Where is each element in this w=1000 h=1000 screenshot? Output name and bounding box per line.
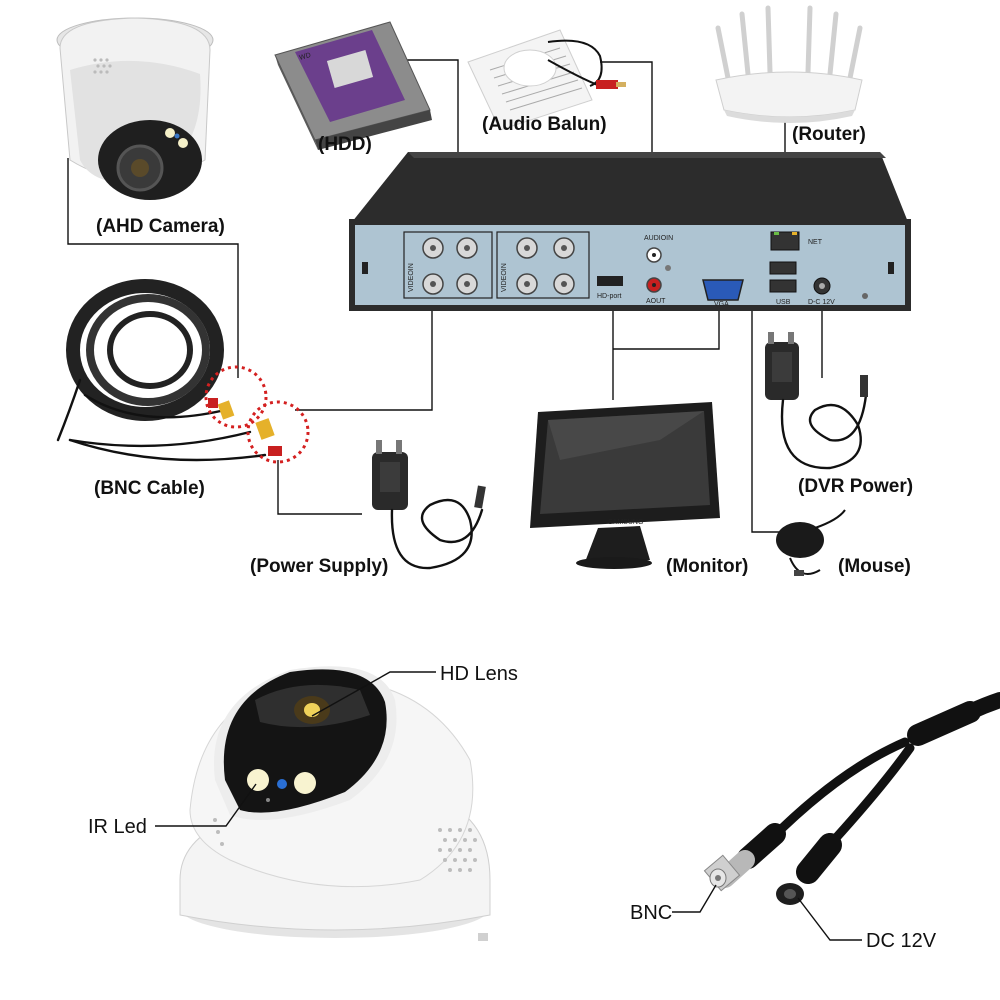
power-supply-label: (Power Supply) xyxy=(250,556,388,577)
usb-port-top xyxy=(769,261,797,275)
hd-port-label: HD-port xyxy=(597,293,622,300)
hdd-label: (HDD) xyxy=(318,134,372,155)
ahd-camera-icon xyxy=(56,17,214,200)
hdd-icon: WD xyxy=(274,21,432,150)
bnc-label: BNC xyxy=(630,902,672,924)
video-in-right-label: VIDEOIN xyxy=(501,263,508,292)
callout-circle-bottom xyxy=(246,400,310,464)
vga-label: VGA xyxy=(714,301,729,308)
hd-port xyxy=(597,276,623,286)
dc-12v-pointer xyxy=(797,897,862,941)
router-icon xyxy=(715,5,863,123)
monitor-label: (Monitor) xyxy=(666,556,748,577)
audio-in-label: AUDIOIN xyxy=(644,235,673,242)
hd-lens-label: HD Lens xyxy=(440,663,518,685)
dvr-power-label: (DVR Power) xyxy=(798,476,913,497)
bnc-dc-cable-icon xyxy=(703,692,1000,905)
connector-lines xyxy=(67,59,823,533)
usb-label: USB xyxy=(776,299,791,306)
bnc-cable-icon xyxy=(56,279,282,462)
video-in-left-label: VIDEOIN xyxy=(408,263,415,292)
dc-12v-label: DC 12V xyxy=(866,930,937,952)
monitor-icon: SAMSUNG xyxy=(530,402,720,569)
ahd-camera-label: (AHD Camera) xyxy=(96,216,225,237)
ir-led-pointer xyxy=(155,783,257,827)
power-supply-icon xyxy=(372,440,486,570)
callout-circle-top xyxy=(204,365,268,429)
mouse-icon xyxy=(776,509,846,576)
monitor-brand: SAMSUNG xyxy=(608,519,643,526)
mouse-label: (Mouse) xyxy=(838,556,911,577)
dome-camera-large-icon xyxy=(179,666,491,941)
router-label: (Router) xyxy=(792,124,866,145)
audio-balun-icon xyxy=(467,29,626,131)
ir-led-label: IR Led xyxy=(88,816,147,838)
net-label: NET xyxy=(808,239,823,246)
dvr-power-icon xyxy=(765,332,868,470)
usb-port-bottom xyxy=(769,279,797,293)
bnc-pointer xyxy=(672,884,717,913)
vga-port xyxy=(702,279,744,301)
dc-12v-panel-label: D-C 12V xyxy=(808,299,835,306)
audio-balun-label: (Audio Balun) xyxy=(482,114,607,135)
aout-label: AOUT xyxy=(646,298,666,305)
svg-text:WD: WD xyxy=(299,52,312,62)
hd-lens-pointer xyxy=(311,671,436,717)
net-port xyxy=(770,231,800,251)
bnc-cable-label: (BNC Cable) xyxy=(94,478,205,499)
dvr-unit: VIDEOIN VIDEOIN AUDIOIN AOUT HD-port VGA… xyxy=(349,152,911,311)
